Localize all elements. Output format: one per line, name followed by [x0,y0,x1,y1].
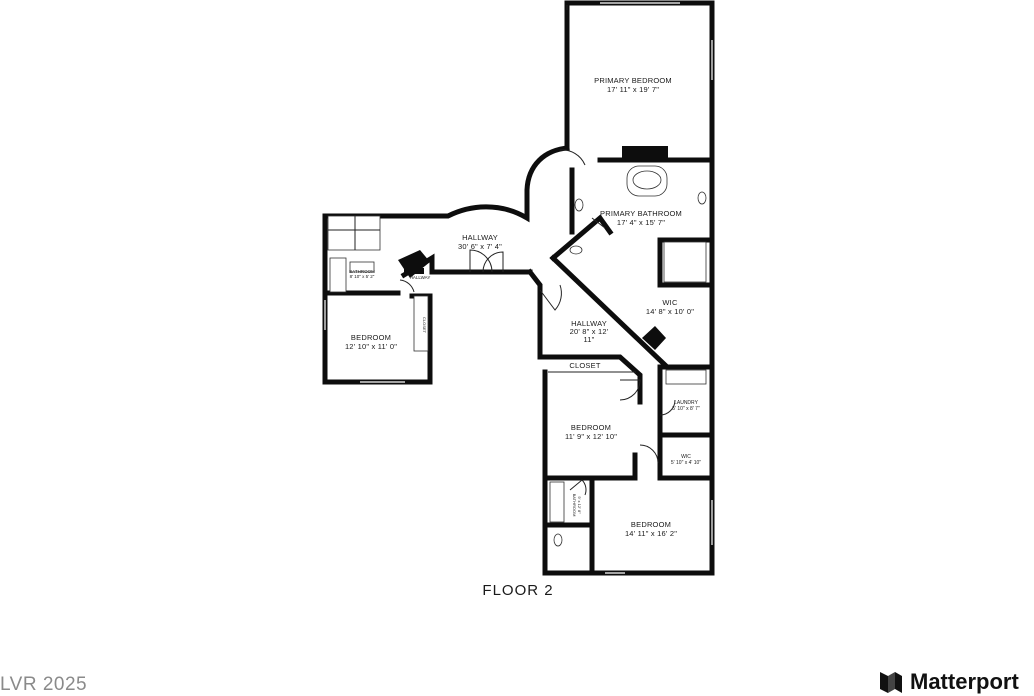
bedroom-bottom-dims: 14' 11" x 16' 2" [625,529,677,538]
matterport-logo-icon [880,672,902,693]
wic-large-dims: 14' 8" x 10' 0" [646,307,694,316]
laundry-label: LAUNDRY [674,400,698,406]
wic-small-dims: 5' 10" x 4' 10" [671,460,701,466]
brand-logo: Matterport [878,668,1019,696]
primary-bathroom-label: PRIMARY BATHROOM [600,209,682,218]
bathroom-left-dims: 8' 10" x 5' 2" [350,274,375,279]
primary-bathroom-dims: 17' 4" x 15' 7" [617,218,665,227]
watermark-text: LVR 2025 [0,674,88,695]
bathroom-bottom-dims: 9' x 12' 8" [577,496,582,514]
fixtures [324,2,713,574]
bedroom-mid-label: BEDROOM [571,423,611,432]
bedroom-left-dims: 12' 10" x 11' 0" [345,342,397,351]
room-labels: PRIMARY BEDROOM 17' 11" x 19' 7" PRIMARY… [345,76,701,538]
solid-blocks [398,146,668,350]
wic-small-label: WIC [681,454,691,460]
bedroom-bottom-label: BEDROOM [631,520,671,529]
floor-label: FLOOR 2 [482,582,553,599]
hallway-center-dims-1: 20' 8" x 12' [570,327,609,336]
bathroom-bottom-label: BATHROOM [572,494,577,517]
laundry-dims: 5' 10" x 8' 7" [672,406,700,412]
wic-large-label: WIC [662,298,678,307]
hallway-small-label: HALLWAY [410,275,431,280]
primary-bedroom-dims: 17' 11" x 19' 7" [607,85,659,94]
bedroom-mid-dims: 11' 9" x 12' 10" [565,432,617,441]
hallway-center-dims-2: 11" [583,335,594,344]
closet-label: CLOSET [569,361,600,370]
bathroom-left-label: BATHROOM [349,269,375,274]
primary-bedroom-label: PRIMARY BEDROOM [594,76,672,85]
closet-left-label: CLOSET [422,317,427,334]
bedroom-left-label: BEDROOM [351,333,391,342]
hallway-top-label: HALLWAY [462,233,498,242]
hallway-center-label: HALLWAY [571,319,607,328]
hallway-top-dims: 30' 6" x 7' 4" [458,242,502,251]
brand-name: Matterport [910,669,1019,694]
